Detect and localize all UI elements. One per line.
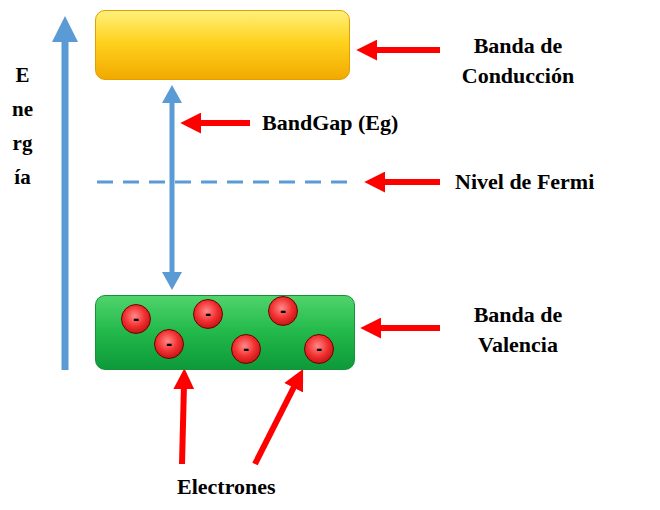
electron: - <box>231 334 261 364</box>
electron-charge: - <box>133 312 139 327</box>
axis-label: Energía <box>12 58 33 194</box>
electron-charge: - <box>280 304 286 319</box>
electron-charge: - <box>166 337 172 352</box>
electron-charge: - <box>205 307 211 322</box>
pointer-arrow <box>182 384 184 464</box>
electron: - <box>154 329 184 359</box>
pointer-arrow <box>255 383 296 464</box>
electrons-label: Electrones <box>177 474 276 500</box>
electron: - <box>268 296 298 326</box>
pointer-arrow <box>372 47 440 53</box>
connector-line <box>170 99 175 276</box>
valence-band: Banda de Valencia------ <box>95 295 355 370</box>
electron: - <box>121 304 151 334</box>
band-gap-arrow <box>162 85 182 290</box>
edge-label: BandGap (Eg) <box>262 110 398 136</box>
electron-charge: - <box>316 342 322 357</box>
fermi-label: Nivel de Fermi <box>455 169 594 195</box>
arrow-head <box>162 85 182 103</box>
electron: - <box>304 334 334 364</box>
electron-charge: - <box>243 342 249 357</box>
energy-axis <box>52 16 78 370</box>
pointer-arrow <box>376 325 440 331</box>
electron: - <box>193 299 223 329</box>
band-label: Banda de Conducción <box>438 31 598 91</box>
band-label: Banda de Valencia <box>438 300 598 360</box>
fermi-level-line <box>97 181 356 184</box>
pointer-arrow <box>380 179 440 185</box>
conduction-band: Banda de Conducción <box>95 10 350 80</box>
arrow-head <box>162 272 182 290</box>
pointer-arrow <box>196 120 250 126</box>
